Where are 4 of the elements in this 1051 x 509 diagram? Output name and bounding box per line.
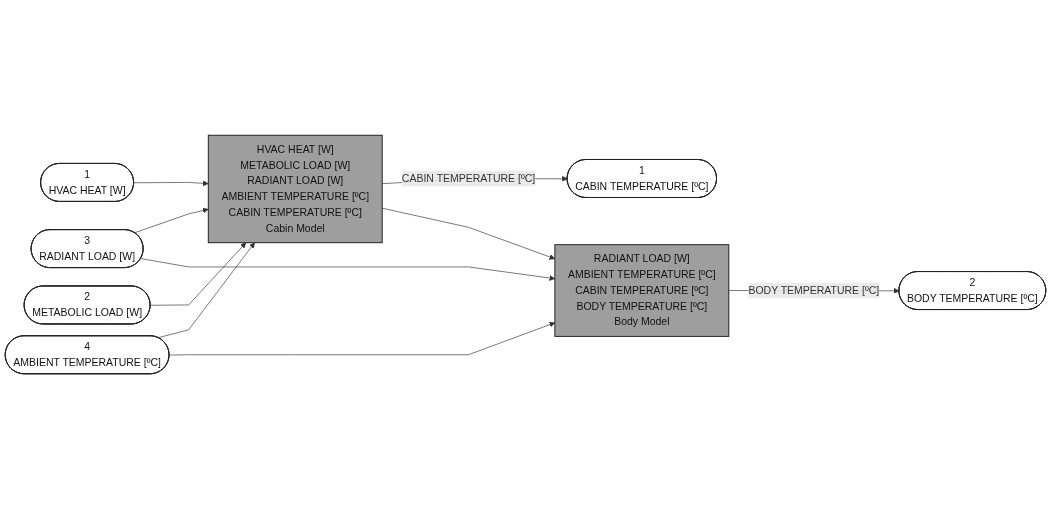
edge-label: CABIN TEMPERATURE [ºC] bbox=[401, 172, 536, 184]
edge-label: BODY TEMPERATURE [ºC] bbox=[748, 284, 880, 296]
node-box: HVAC HEAT [W] METABOLIC LOAD [W] RADIANT LOAD [W] AMBIENT TEMPERATURE [ºC] CABIN TEMPERATURE [ºC] Cabin Model bbox=[207, 134, 383, 244]
node-box: RADIANT LOAD [W] AMBIENT TEMPERATURE [ºC] CABIN TEMPERATURE [ºC] BODY TEMPERATURE [ºC] Body Model bbox=[554, 244, 730, 337]
